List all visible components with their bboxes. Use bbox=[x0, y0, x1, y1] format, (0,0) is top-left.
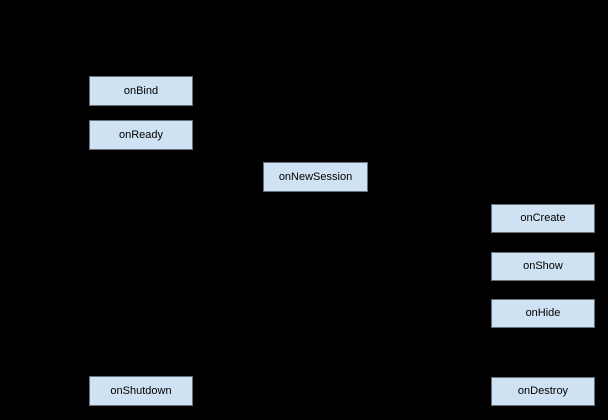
node-oncreate: onCreate bbox=[491, 204, 595, 233]
node-onready: onReady bbox=[89, 120, 193, 150]
node-onshutdown: onShutdown bbox=[89, 376, 193, 406]
node-onbind: onBind bbox=[89, 76, 193, 106]
node-onshow: onShow bbox=[491, 252, 595, 281]
node-onnewsession: onNewSession bbox=[263, 162, 368, 192]
node-onhide: onHide bbox=[491, 299, 595, 328]
node-ondestroy: onDestroy bbox=[491, 377, 595, 406]
